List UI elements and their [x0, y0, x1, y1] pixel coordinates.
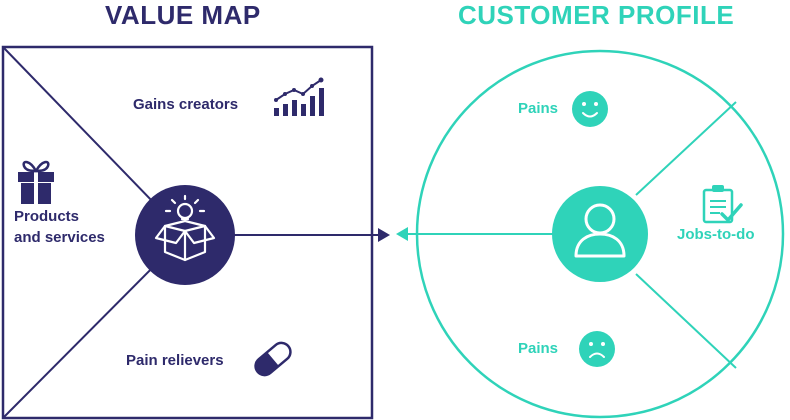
pain-relievers-label: Pain relievers [126, 352, 224, 369]
jobs-to-do-label: Jobs-to-do [677, 226, 755, 243]
gift-icon [18, 160, 54, 204]
customer-profile-circle [396, 49, 785, 419]
chart-growth-icon [274, 77, 324, 116]
sad-icon [579, 331, 615, 367]
gains-creators-label: Gains creators [133, 96, 239, 113]
pains-bottom-label: Pains [518, 340, 559, 357]
user-icon [552, 186, 648, 282]
value-center-icon [135, 185, 235, 285]
products-services-label: Products and services [14, 208, 105, 246]
pains-top-label: Pains [518, 100, 559, 117]
smile-icon [572, 91, 608, 127]
value-map-title: VALUE MAP [105, 0, 261, 30]
clipboard-check-icon [702, 185, 743, 224]
pill-icon [254, 341, 292, 377]
customer-profile-title: CUSTOMER PROFILE [458, 0, 735, 30]
